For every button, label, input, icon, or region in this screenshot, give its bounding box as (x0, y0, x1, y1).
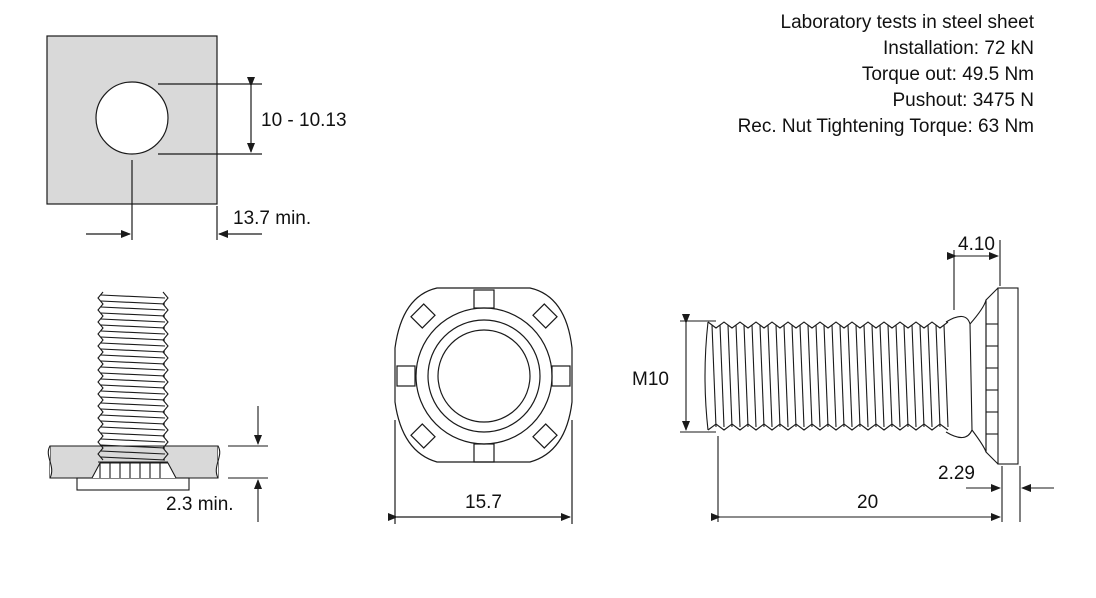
thread-crest (727, 324, 733, 428)
thread-crest (799, 324, 805, 428)
thread-dia-label: M10 (632, 369, 669, 390)
thread-crest (100, 438, 166, 443)
head-width-label: 15.7 (465, 492, 502, 513)
stud-thread (97, 291, 169, 463)
thread-crest (100, 348, 166, 353)
head-dia-label: 4.10 (958, 234, 995, 255)
thread-crest (791, 324, 797, 428)
thread-crest (767, 324, 773, 428)
thread-crest (871, 324, 877, 428)
thread-crest (839, 324, 845, 428)
thread-crest (895, 324, 901, 428)
thread-crest (100, 432, 166, 437)
thread-crest (855, 324, 861, 428)
thread-crest (100, 318, 166, 323)
thread-crest (100, 390, 166, 395)
thread-crest (935, 324, 941, 428)
thread-crest (783, 324, 789, 428)
head-end-view (388, 287, 573, 524)
thread-crest (751, 324, 757, 428)
thread-crest (927, 324, 933, 428)
thread-crest (903, 324, 909, 428)
thread-crest (100, 354, 166, 359)
thread-crest (100, 324, 166, 329)
thread-crest (100, 342, 166, 347)
thread-crest (100, 306, 166, 311)
thread-crest (100, 426, 166, 431)
thread-crest (100, 300, 166, 305)
hole-dia-label: 10 - 10.13 (261, 110, 347, 131)
thread-crest (100, 450, 166, 455)
installation-force: Installation: 72 kN (882, 38, 1034, 59)
thread-crest (847, 324, 853, 428)
fastener-head-section (76, 477, 190, 491)
thread-crest (823, 324, 829, 428)
middle-ring (427, 319, 541, 433)
torque-out-value: Torque out: 49.5 Nm (861, 64, 1034, 85)
thread-crest (100, 402, 166, 407)
head-height-label: 2.29 (938, 463, 975, 484)
sheet-hole-view (46, 35, 262, 240)
thread-crest (100, 360, 166, 365)
thread-crest (887, 324, 893, 428)
thread-crest (100, 312, 166, 317)
thread-crest (719, 324, 725, 428)
thread-crest (100, 294, 166, 299)
thread-crest (815, 324, 821, 428)
thread-crest (735, 324, 741, 428)
thread-crest (879, 324, 885, 428)
thread-flank (97, 291, 104, 461)
side-view (680, 240, 1054, 522)
nut-tightening-torque: Rec. Nut Tightening Torque: 63 Nm (737, 116, 1034, 137)
thread-flank (707, 321, 949, 329)
thread-crest (100, 396, 166, 401)
thread-crest (100, 330, 166, 335)
test-results-heading: Laboratory tests in steel sheet (780, 12, 1034, 33)
thread-crest (100, 420, 166, 425)
length-label: 20 (857, 492, 878, 513)
thread-crest (100, 372, 166, 377)
thread-crest (100, 408, 166, 413)
thread-crest (775, 324, 781, 428)
thread-crest (100, 384, 166, 389)
thread-crest (743, 324, 749, 428)
side-head (997, 287, 1019, 465)
side-thread (704, 321, 949, 431)
test-results-block: Laboratory tests in steel sheet Installa… (738, 10, 1034, 140)
thread-crest (100, 456, 166, 461)
pushout-value: Pushout: 3475 N (892, 90, 1034, 111)
thread-crest (100, 336, 166, 341)
sheet-thickness-label: 2.3 min. (166, 494, 234, 515)
edge-dist-label: 13.7 min. (233, 208, 311, 229)
thread-crest (100, 378, 166, 383)
thread-crest (911, 324, 917, 428)
installed-view (47, 291, 268, 522)
thread-crest (100, 414, 166, 419)
thread-crest (759, 324, 765, 428)
inner-bore (437, 329, 531, 423)
thread-crest (831, 324, 837, 428)
mounting-hole (95, 81, 169, 155)
thread-crest (100, 366, 166, 371)
thread-crest (807, 324, 813, 428)
head-outline (394, 287, 573, 463)
thread-crest (100, 444, 166, 449)
thread-crest (863, 324, 869, 428)
thread-crest (711, 324, 717, 428)
thread-crest (943, 324, 949, 428)
thread-crest (919, 324, 925, 428)
